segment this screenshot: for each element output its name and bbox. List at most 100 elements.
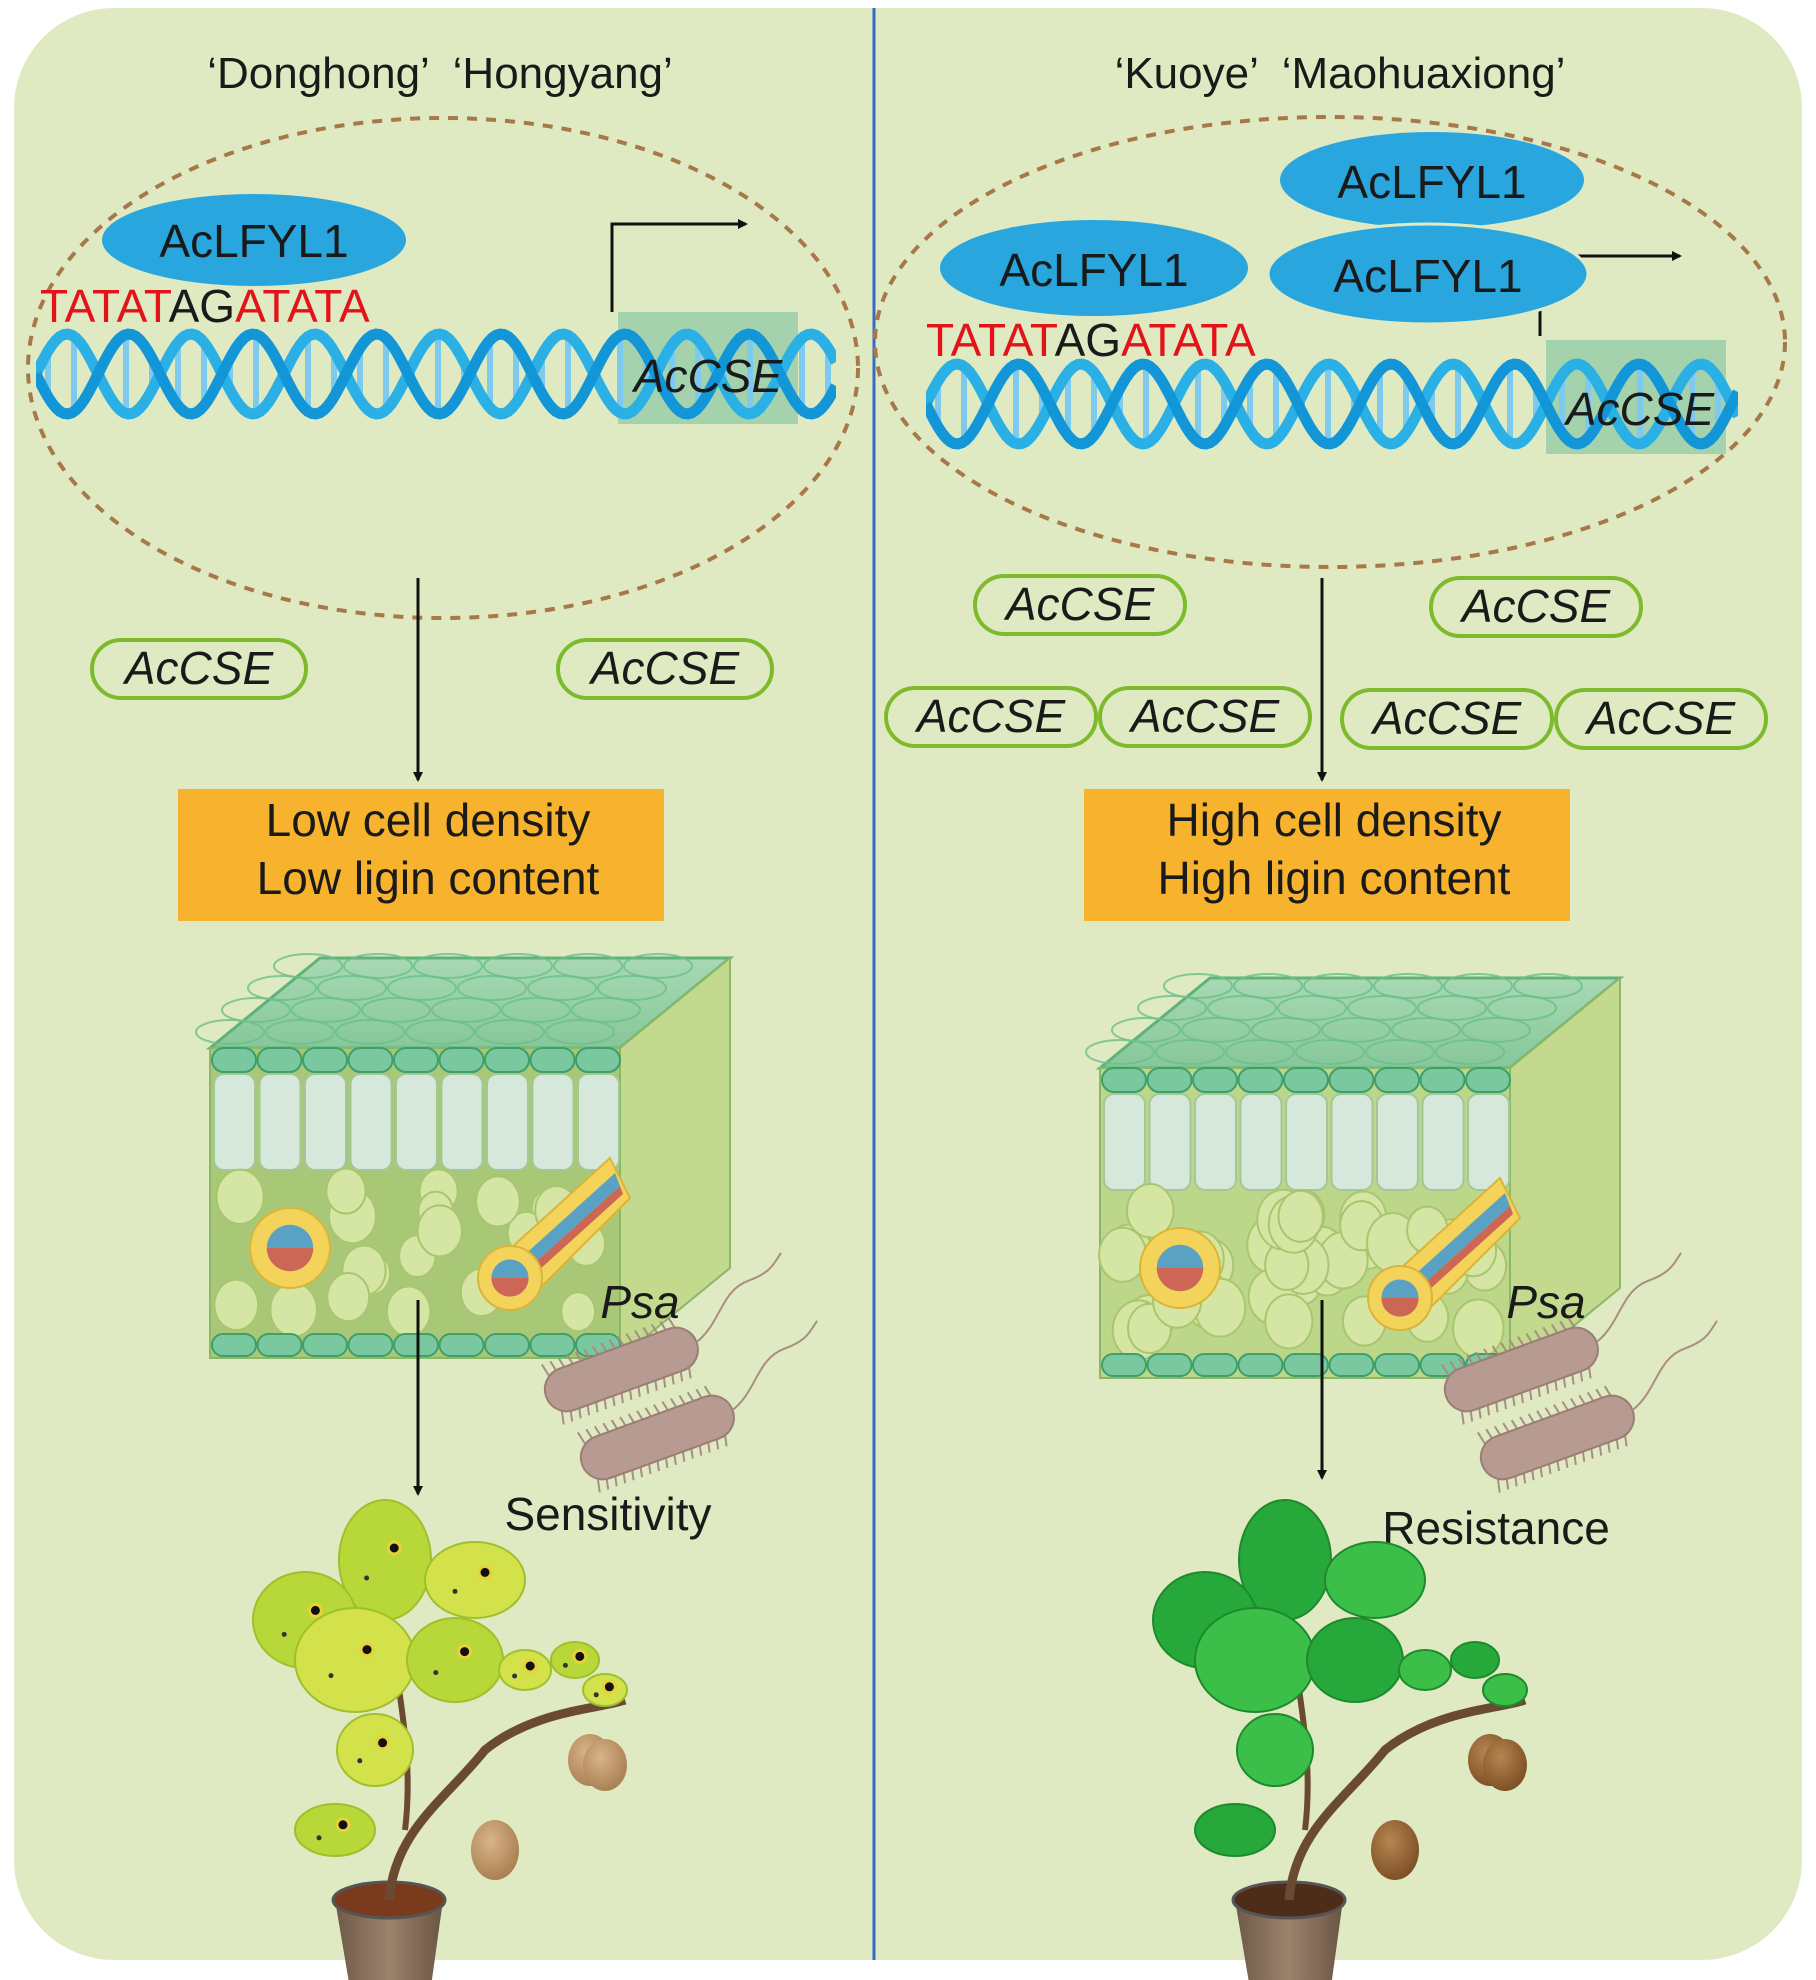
plant-leaf <box>424 1541 526 1619</box>
right-nucleus <box>873 115 1787 569</box>
plant-leaf <box>336 1713 414 1787</box>
plant-leaf <box>294 1607 416 1713</box>
kiwifruit <box>583 1739 627 1791</box>
epidermis-cell <box>347 1047 394 1073</box>
left-panel: ‘Donghong’ ‘Hongyang’ AcCSE TATATAGATATA… <box>26 49 860 1980</box>
epidermis-cell <box>1465 1067 1511 1093</box>
mesophyll-cell <box>1452 1298 1505 1359</box>
right-bacteria-icon <box>1440 1252 1718 1493</box>
dna-strand <box>36 328 836 420</box>
mesophyll-cell <box>1098 1226 1148 1283</box>
plant-leaf <box>1306 1617 1404 1703</box>
epidermis-cell <box>529 1047 576 1073</box>
mesophyll-cell <box>215 1168 265 1225</box>
plant-leaf <box>1194 1607 1316 1713</box>
disease-spot <box>307 1602 323 1618</box>
palisade-cell <box>531 1073 575 1171</box>
epidermis-cell <box>1283 1353 1329 1377</box>
right-pathogen-label: Psa <box>1506 1276 1585 1328</box>
vascular-bundle <box>249 1207 331 1289</box>
bacterium <box>576 1320 818 1493</box>
disease-spot <box>512 1673 518 1679</box>
left-cultivar-title: ‘Donghong’ ‘Hongyang’ <box>207 49 673 98</box>
background-panel <box>14 8 1802 1960</box>
svg-text:AcCSE: AcCSE <box>914 690 1067 742</box>
left-gene-label: AcCSE <box>631 350 784 402</box>
epidermis-cell <box>1237 1353 1284 1377</box>
disease-spot <box>316 1835 322 1841</box>
left-outcome-label: Sensitivity <box>504 1488 711 1540</box>
plant-stem <box>1284 1695 1527 1901</box>
plant-pot <box>1235 1900 1343 1980</box>
right-dna-helix <box>926 358 1738 450</box>
mesophyll-cell <box>475 1175 521 1228</box>
epidermis-cell <box>438 1047 485 1073</box>
svg-text:AcCSE: AcCSE <box>1128 690 1281 742</box>
vascular-bundle <box>1367 1265 1433 1331</box>
svg-text:AcCSE: AcCSE <box>588 642 741 694</box>
disease-spot <box>335 1817 351 1833</box>
right-binding-motif: TATATAGATATA <box>926 314 1256 366</box>
palisade-cell <box>213 1073 256 1171</box>
right-transcript: AcCSE <box>1340 688 1554 750</box>
left-phenotype-line2: Low ligin content <box>257 852 600 904</box>
mesophyll-cell <box>1264 1293 1314 1350</box>
palisade-cell <box>1194 1093 1237 1191</box>
svg-text:AcCSE: AcCSE <box>1584 692 1737 744</box>
plant-leaf <box>1482 1673 1528 1707</box>
disease-spot <box>281 1631 287 1637</box>
kiwifruit <box>1483 1739 1527 1791</box>
vascular-bundle <box>477 1245 543 1311</box>
svg-text:AcCSE: AcCSE <box>1003 578 1156 630</box>
palisade-cell <box>1103 1093 1146 1191</box>
epidermis-cell <box>302 1047 348 1073</box>
epidermis-cell <box>1101 1353 1147 1377</box>
epidermis-cell <box>438 1333 485 1357</box>
mesophyll-cell <box>326 1271 371 1323</box>
plant-pot <box>335 1900 443 1980</box>
epidermis-cell <box>393 1333 439 1357</box>
disease-spot <box>572 1648 588 1664</box>
epidermis-cell <box>1192 1353 1238 1377</box>
right-protein-label: AcLFYL1 <box>1337 156 1526 208</box>
left-phenotype-line1: Low cell density <box>266 794 591 846</box>
svg-text:AcCSE: AcCSE <box>1370 692 1523 744</box>
epidermis-cell <box>484 1047 530 1073</box>
epidermis-cell <box>1101 1067 1147 1093</box>
epidermis-cell <box>1374 1353 1420 1377</box>
disease-spot <box>328 1673 334 1679</box>
palisade-cell <box>1376 1093 1419 1191</box>
right-transcript: AcCSE <box>884 686 1098 748</box>
plant-leaf <box>1236 1713 1314 1787</box>
right-phenotype-line1: High cell density <box>1167 794 1502 846</box>
epidermis-cell <box>256 1047 303 1073</box>
palisade-cell <box>577 1073 620 1171</box>
right-protein-aclfyl1: AcLFYL1 <box>940 220 1248 316</box>
epidermis-cell <box>1328 1067 1375 1093</box>
mesophyll-cell <box>416 1204 463 1258</box>
palisade-cell <box>395 1073 438 1171</box>
disease-spot <box>452 1588 458 1594</box>
left-phenotype-box: Low cell density Low ligin content <box>178 789 664 921</box>
epidermis-cell <box>1192 1067 1238 1093</box>
vascular-bundle <box>1139 1227 1221 1309</box>
svg-text:AcCSE: AcCSE <box>122 642 275 694</box>
right-protein-aclfyl1: AcLFYL1 <box>1280 132 1584 228</box>
disease-spot <box>601 1679 617 1695</box>
dna-strand <box>926 358 1738 450</box>
palisade-cell <box>349 1073 393 1171</box>
kiwifruit <box>1371 1820 1419 1880</box>
left-leaf-cross-section <box>195 953 735 1361</box>
left-kiwifruit-plant-diseased <box>252 1499 628 1980</box>
left-transcript: AcCSE <box>90 638 308 700</box>
left-protein-aclfyl1: AcLFYL1 <box>102 194 406 286</box>
disease-spot <box>364 1575 370 1581</box>
disease-spot <box>375 1735 391 1751</box>
left-nucleus <box>26 116 860 620</box>
left-transcript: AcCSE <box>556 638 774 700</box>
left-pathogen-label: Psa <box>600 1276 679 1328</box>
disease-spot <box>457 1644 473 1660</box>
dna-strand <box>36 328 836 420</box>
dna-strand <box>926 358 1738 450</box>
svg-text:AcCSE: AcCSE <box>1459 580 1612 632</box>
